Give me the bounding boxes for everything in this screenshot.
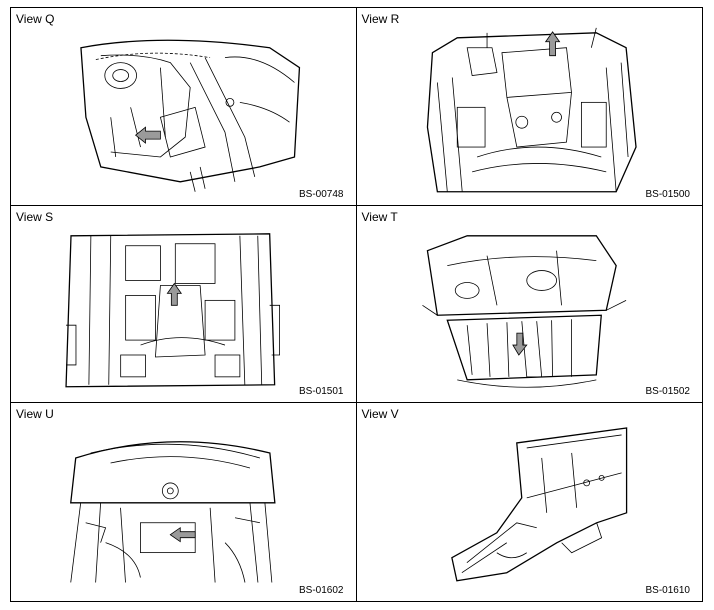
panel-view-u: View U BS-01602 — [11, 403, 357, 601]
view-label: View T — [361, 209, 398, 224]
panel-view-r: View R BS-01500 — [356, 8, 702, 206]
panel-view-v: View V BS-01610 — [357, 403, 703, 601]
panel-view-t: View T BS-01502 — [356, 206, 702, 404]
view-u-illustration — [70, 441, 276, 583]
reference-code: BS-01502 — [645, 386, 690, 398]
views-grid: View Q BS-00748 View R BS-01500 — [10, 7, 703, 602]
panel-view-q: View Q BS-00748 — [11, 8, 357, 206]
view-t-illustration — [421, 234, 626, 388]
view-label: View R — [361, 12, 400, 26]
view-v-illustration — [450, 427, 627, 582]
reference-code: BS-00748 — [299, 188, 344, 200]
view-r-illustration — [426, 27, 637, 193]
reference-code: BS-01501 — [299, 386, 344, 398]
reference-code: BS-01602 — [299, 585, 344, 596]
view-label: View V — [361, 407, 399, 422]
view-q-illustration — [80, 39, 301, 192]
view-label: View S — [16, 209, 54, 224]
reference-code: BS-01610 — [645, 585, 690, 596]
view-label: View Q — [16, 12, 55, 26]
panel-view-s: View S BS-01501 — [11, 205, 357, 404]
reference-code: BS-01500 — [645, 188, 690, 200]
view-s-illustration — [65, 232, 280, 388]
view-label: View U — [16, 407, 54, 422]
